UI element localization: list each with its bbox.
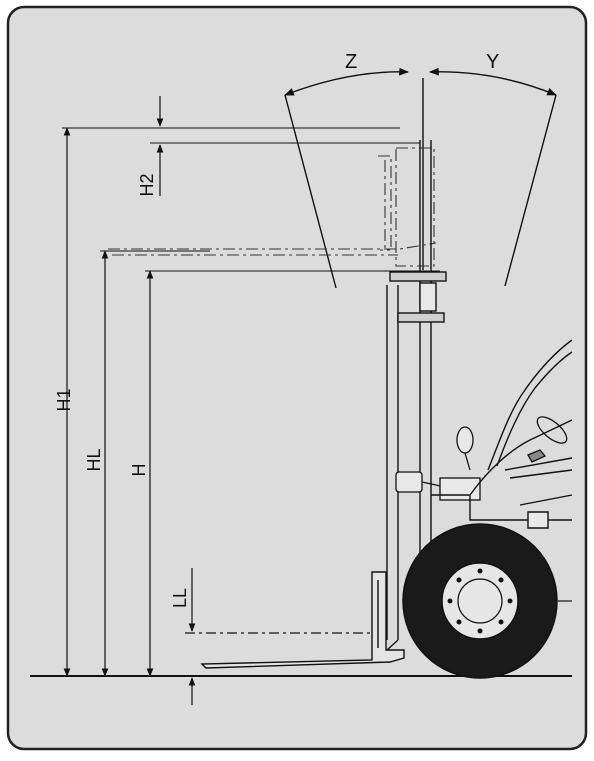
mirror xyxy=(456,426,474,471)
front-wheel xyxy=(402,523,572,679)
reference-lines xyxy=(62,127,440,272)
steering-wheel xyxy=(527,416,568,463)
label-h1: H1 xyxy=(54,388,74,411)
label-h: H xyxy=(129,464,149,477)
label-z: Z xyxy=(345,51,357,73)
truck-body xyxy=(431,339,573,529)
raised-fork-ghost xyxy=(108,147,437,267)
label-ll: LL xyxy=(170,588,190,608)
tilt-sector xyxy=(284,67,557,289)
label-y: Y xyxy=(486,51,499,73)
lower-fork xyxy=(200,571,405,669)
dimension-ll xyxy=(185,568,385,705)
label-h2: H2 xyxy=(137,173,157,196)
label-hl: HL xyxy=(84,448,104,471)
